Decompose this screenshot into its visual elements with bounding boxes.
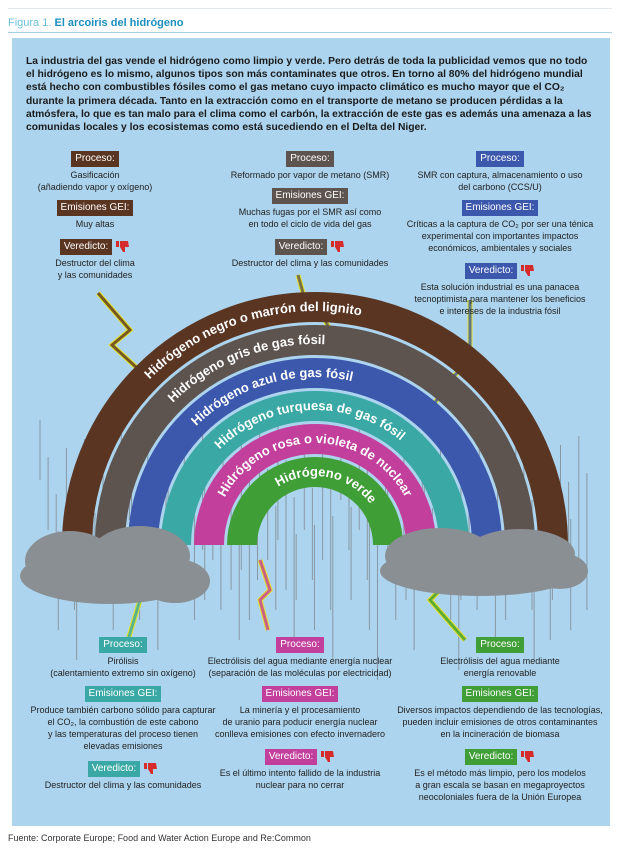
verdict-tag: Veredicto: [464,263,518,279]
band-info-6: Proceso: Electrólisis del agua mediante e… [395,634,605,803]
verdict-tag: Veredicto: [59,239,113,255]
verdict-tag: Veredicto: [264,749,318,765]
thumbs-down-icon [327,240,345,252]
thumbs-down-icon [140,762,158,774]
verdict-tag: Veredicto: [274,239,328,255]
emissions-text: La minería y el procesamiento de uranio … [214,705,386,739]
emissions-tag: Emisiones GEI: [461,200,539,216]
figure-number: Figura 1. [8,17,52,29]
cloud-right [380,528,588,596]
process-tag: Proceso: [71,151,119,167]
emissions-text: Críticas a la captura de CO₂ por ser una… [406,219,594,253]
emissions-tag: Emisiones GEI: [261,686,339,702]
band-info-3: Proceso: SMR con captura, almacenamiento … [405,148,595,317]
band-info-2: Proceso: Reformado por vapor de metano (S… [200,148,420,269]
process-text: SMR con captura, almacenamiento o uso de… [417,170,583,192]
process-tag: Proceso: [276,637,324,653]
verdict-tag: Veredicto: [87,761,141,777]
process-tag: Proceso: [99,637,147,653]
process-tag: Proceso: [476,637,524,653]
thumbs-down-icon [317,750,335,762]
verdict-text: Es el último intento fallido de la indus… [219,768,381,790]
cloud-left [20,526,210,604]
verdict-text: Destructor del clima y las comunidades [44,780,202,790]
title-rule [8,32,612,33]
band-info-1: Proceso: Gasificación (añadiendo vapor y … [20,148,170,281]
intro-text: La industria del gas vende el hidrógeno … [26,56,592,134]
emissions-tag: Emisiones GEI: [56,200,134,216]
thumbs-down-icon [517,750,535,762]
process-text: Reformado por vapor de metano (SMR) [230,170,390,180]
process-text: Pirólisis (calentamiento extremo sin oxí… [50,656,196,678]
process-tag: Proceso: [286,151,334,167]
top-rule [8,8,612,9]
emissions-text: Diversos impactos dependiendo de las tec… [397,705,603,739]
verdict-text: Destructor del clima y las comunidades [231,258,389,268]
emissions-tag: Emisiones GEI: [84,686,162,702]
figure-title-text: El arcoiris del hidrógeno [54,17,184,29]
band-info-4: Proceso: Pirólisis (calentamiento extremo… [18,634,228,791]
process-text: Electrólisis del agua mediante energía n… [207,656,393,678]
emissions-text: Produce también carbono sólido para capt… [30,705,216,751]
thumbs-down-icon [517,264,535,276]
band-info-5: Proceso: Electrólisis del agua mediante e… [195,634,405,791]
emissions-tag: Emisiones GEI: [461,686,539,702]
process-tag: Proceso: [476,151,524,167]
process-text: Electrólisis del agua mediante energía r… [440,656,560,678]
verdict-tag: Veredicto: [464,749,518,765]
figure-title: Figura 1. El arcoiris del hidrógeno [8,17,183,29]
verdict-text: Esta solución industrial es una panacea … [414,282,586,316]
thumbs-down-icon [112,240,130,252]
emissions-text: Muy altas [75,219,115,229]
emissions-text: Muchas fugas por el SMR así como en todo… [238,207,382,229]
source-note: Fuente: Corporate Europe; Food and Water… [8,833,311,843]
emissions-tag: Emisiones GEI: [271,188,349,204]
verdict-text: Destructor del clima y las comunidades [55,258,135,280]
verdict-text: Es el método más limpio, pero los modelo… [414,768,586,802]
process-text: Gasificación (añadiendo vapor y oxígeno) [37,170,153,192]
